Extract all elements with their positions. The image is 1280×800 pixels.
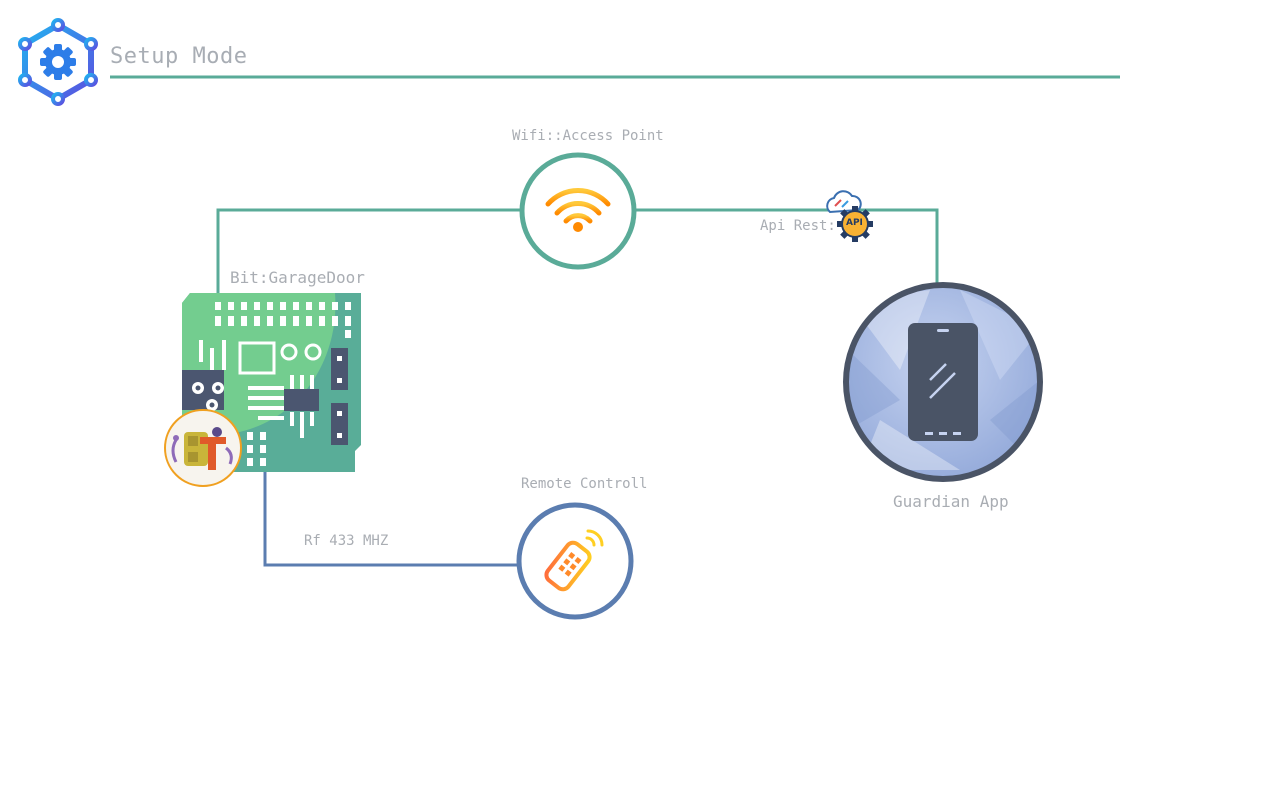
- page-title: Setup Mode: [110, 44, 248, 69]
- api-cloud-gear-icon: [826, 190, 873, 242]
- rf-link-label: Rf 433 MHZ: [304, 533, 389, 549]
- app-node: [843, 282, 1043, 482]
- link-wifi-app: [636, 208, 939, 285]
- app-node-label: Guardian App: [893, 492, 1009, 511]
- remote-control-icon: [544, 529, 604, 592]
- bit-logo-badge: [164, 409, 242, 487]
- link-device-remote: [263, 470, 518, 567]
- wifi-node-label: Wifi::Access Point: [512, 128, 664, 144]
- api-link-label: Api Rest:: [760, 218, 836, 234]
- wifi-icon: [545, 188, 611, 224]
- remote-node: [516, 502, 634, 620]
- link-device-wifi: [216, 208, 520, 293]
- wifi-node: [519, 152, 637, 270]
- remote-node-label: Remote Controll: [521, 476, 648, 492]
- device-node-label: Bit:GarageDoor: [230, 268, 365, 287]
- smartphone-icon: [908, 323, 978, 441]
- setup-gear-icon: [18, 18, 98, 106]
- api-badge-text: API: [846, 218, 863, 228]
